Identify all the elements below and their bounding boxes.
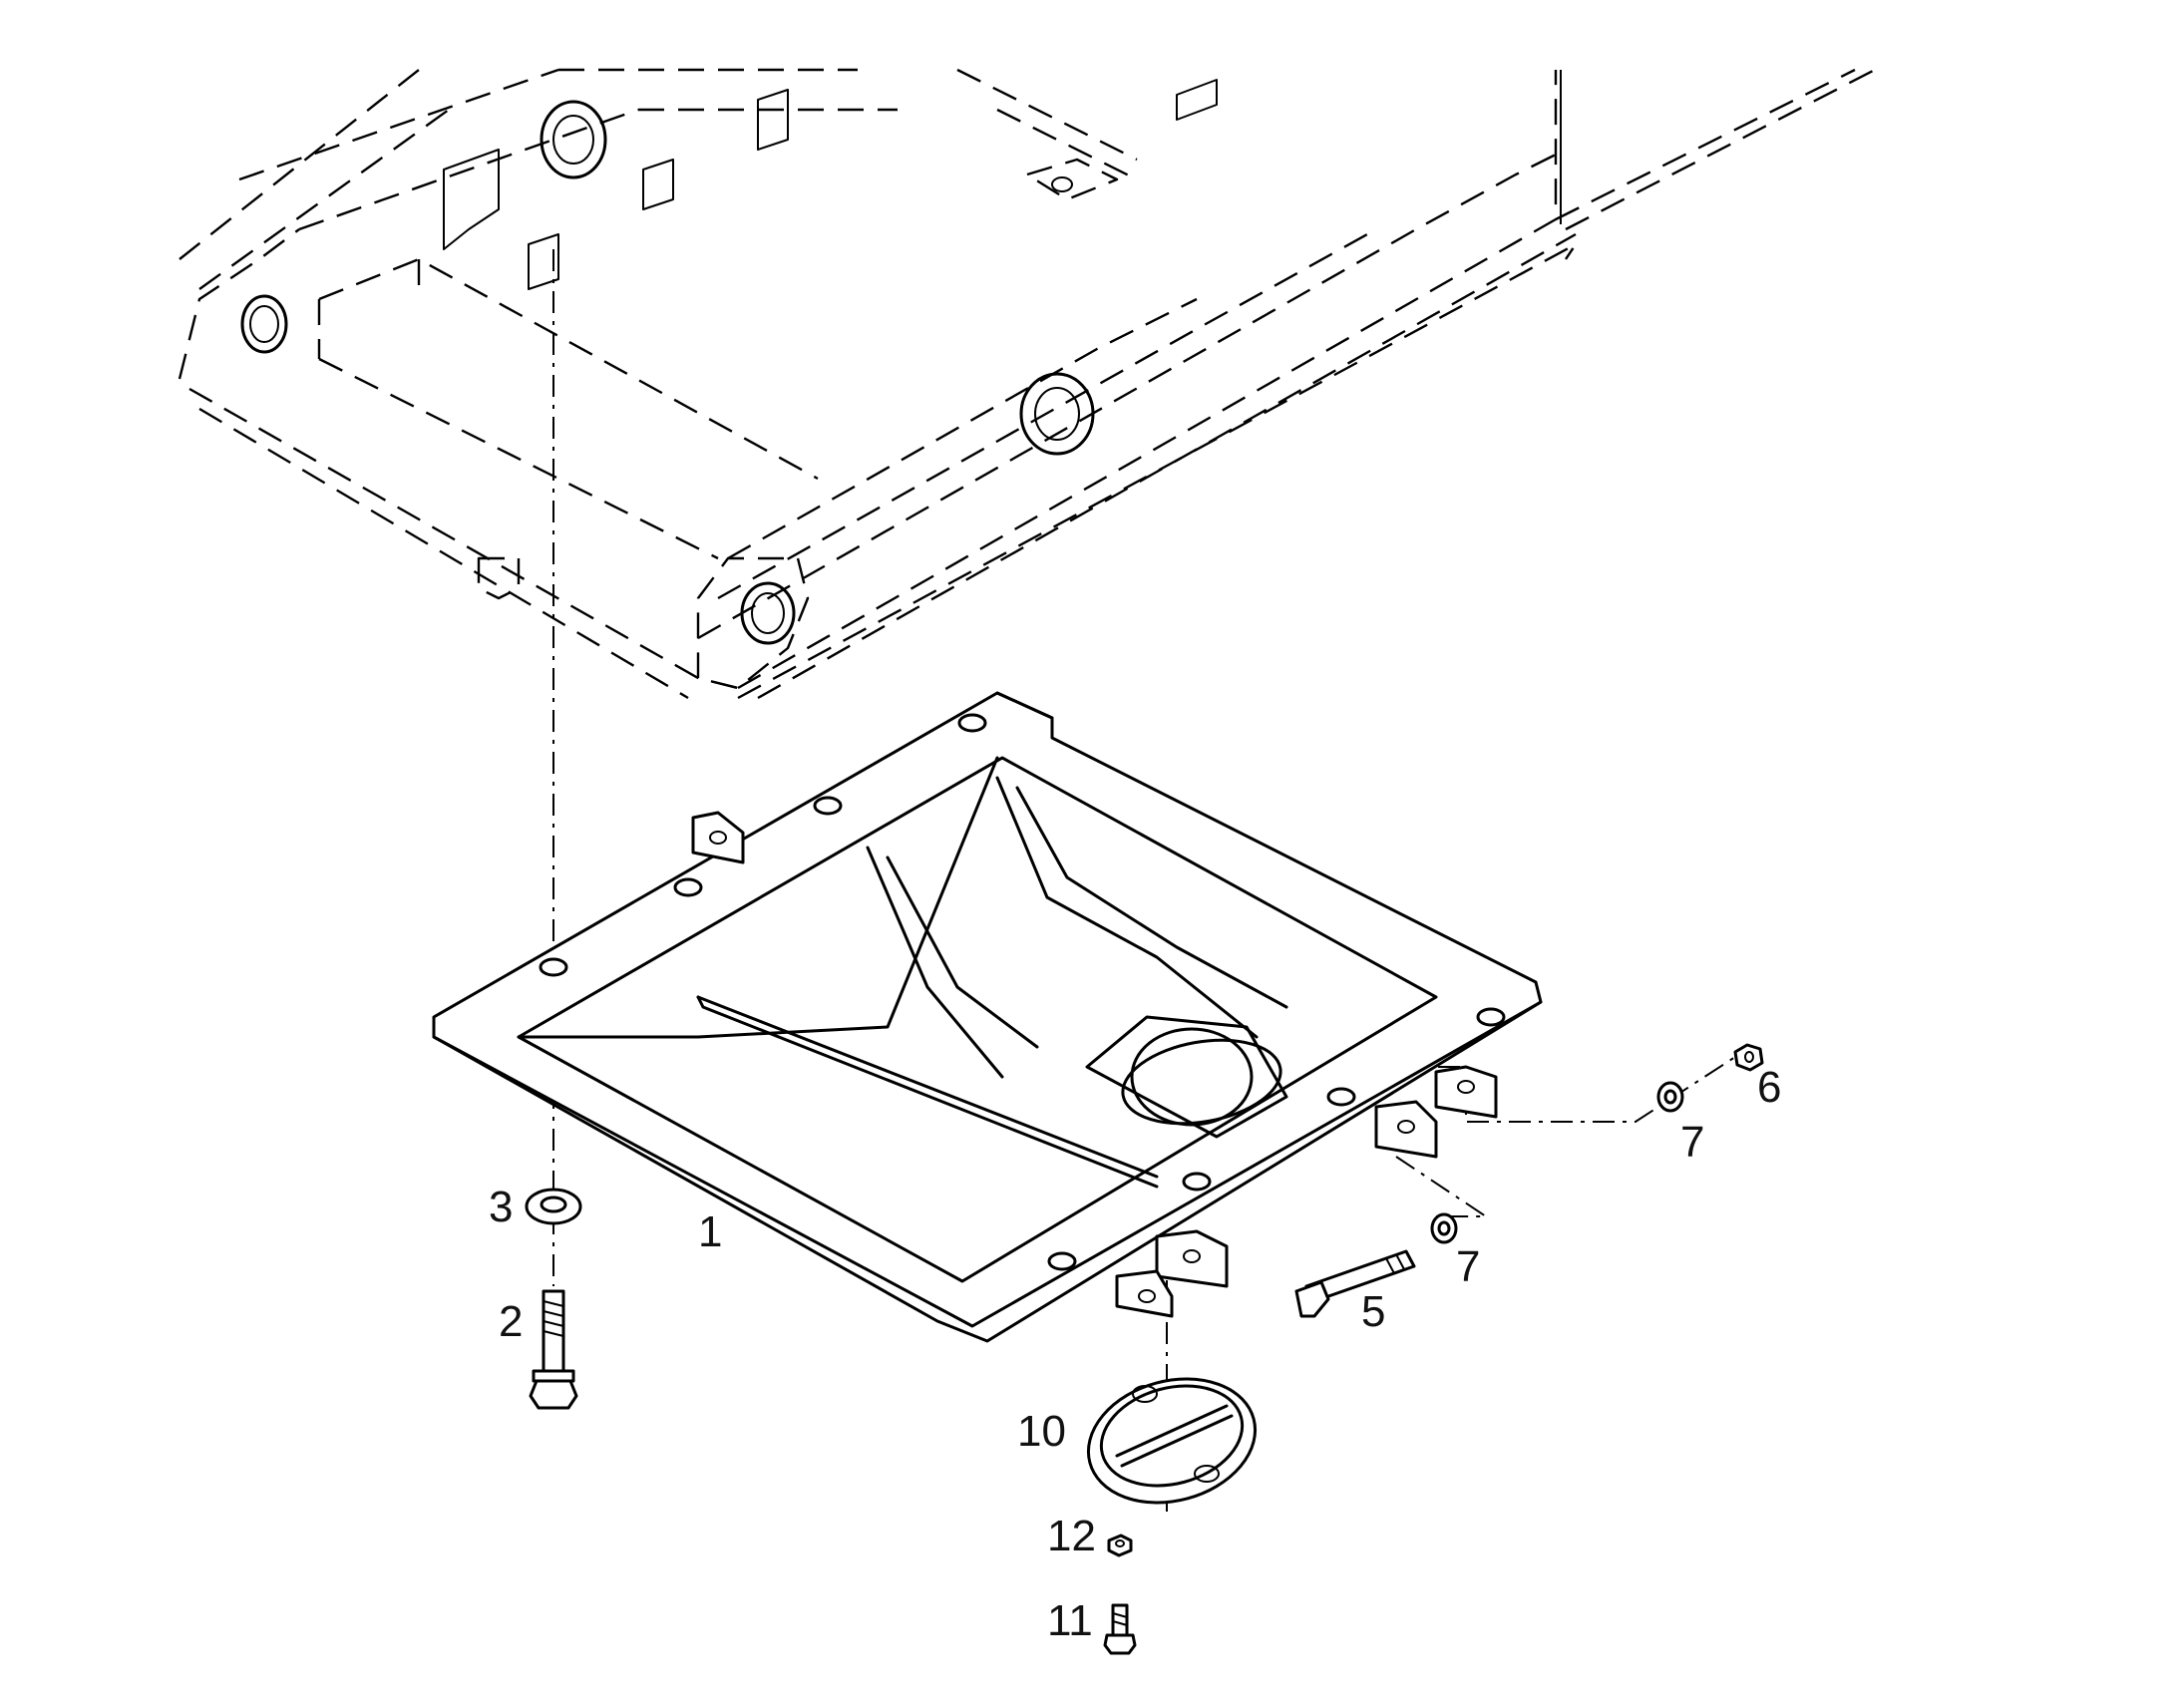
nut-leader-upper: [1396, 1056, 1736, 1123]
callout-10: 10: [1017, 1407, 1066, 1456]
callout-7-upper: 7: [1680, 1118, 1704, 1167]
callout-11: 11: [1047, 1596, 1093, 1645]
bolt-part-2: [529, 1289, 578, 1410]
callout-5: 5: [1361, 1287, 1385, 1336]
bolt-part-5: [1294, 1249, 1416, 1318]
screw-part-11: [1103, 1603, 1137, 1655]
cover-plate-part-10: [1086, 1377, 1258, 1505]
callout-3: 3: [489, 1183, 513, 1231]
subframe-part-1: [432, 691, 1543, 1343]
washer-part-12: [1107, 1534, 1133, 1557]
callout-2: 2: [499, 1297, 523, 1346]
callout-1: 1: [698, 1207, 722, 1256]
washer-part-7: [1430, 1081, 1684, 1244]
chassis-frame: [178, 68, 1876, 700]
washer-part-3: [525, 1188, 582, 1225]
callout-labels: 1 2 3 5 6 7 7 10 11 12: [489, 1063, 1781, 1645]
callout-12: 12: [1047, 1512, 1096, 1560]
bolt-leader-lower: [1395, 1156, 1490, 1217]
nut-part-6: [1733, 1043, 1764, 1072]
callout-6: 6: [1757, 1063, 1781, 1112]
callout-7-lower: 7: [1456, 1242, 1480, 1291]
